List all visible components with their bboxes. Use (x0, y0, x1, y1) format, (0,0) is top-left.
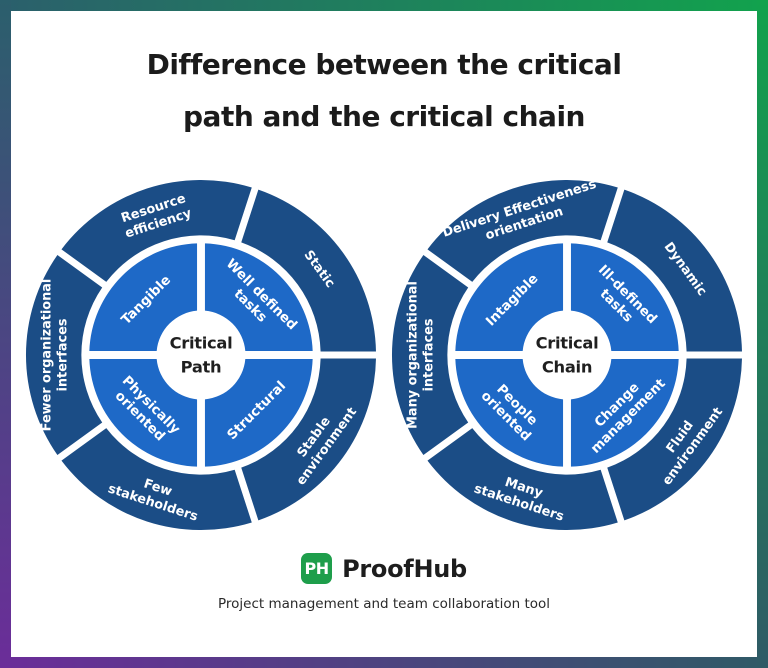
content-area: Difference between the critical path and … (11, 11, 757, 657)
frame-border-top (0, 0, 768, 11)
critical-chain-inner-segment-top-left (455, 243, 564, 352)
critical-path-outer-segment-lower-right (241, 358, 376, 521)
footer: PH ProofHub Project management and team … (218, 553, 550, 612)
title-line-1: Difference between the critical (146, 48, 622, 81)
critical-chain-outer-segment-bottom (427, 428, 618, 531)
proofhub-logo-icon: PH (301, 553, 333, 584)
critical-path-outer-segment-bottom (61, 428, 252, 531)
critical-path-wheel: ResourceefficiencyStaticStableenvironmen… (25, 179, 376, 531)
brand-name: ProofHub (342, 554, 467, 583)
frame-border-left (0, 0, 11, 668)
critical-chain-outer-segment-left (391, 254, 469, 456)
frame-border-bottom (0, 657, 768, 668)
logo-initials: PH (304, 559, 330, 578)
critical-path-inner-segment-top-right (204, 243, 313, 352)
critical-path-outer-segment-left (25, 254, 103, 456)
brand-tagline: Project management and team collaboratio… (217, 596, 551, 612)
critical-path-inner-segment-bottom-right (204, 358, 313, 467)
critical-chain-outer-segment-upper-right (607, 189, 742, 352)
page-title: Difference between the critical path and … (147, 39, 622, 143)
critical-chain-outer-segment-top (427, 179, 618, 282)
critical-chain-outer-segment-lower-right (607, 358, 742, 521)
critical-chain-inner-segment-bottom-left (455, 358, 564, 467)
critical-path-outer-label-left: Fewer organizationalinterfaces (40, 279, 71, 432)
critical-path-outer-segment-top (61, 179, 252, 282)
critical-path-outer-segment-upper-right (241, 189, 376, 352)
proofhub-logo: PH ProofHub (301, 553, 467, 584)
critical-chain-outer-label-left: Many organizationalinterfaces (406, 281, 437, 429)
critical-chain-wheel: Delivery EffectivenessorientationDynamic… (391, 177, 742, 531)
title-line-2: path and the critical chain (183, 100, 585, 133)
critical-path-inner-segment-top-left (89, 243, 198, 352)
frame-border-right (757, 0, 768, 668)
critical-chain-inner-segment-bottom-right (570, 358, 679, 467)
critical-chain-inner-segment-top-right (570, 243, 679, 352)
critical-path-inner-segment-bottom-left (89, 358, 198, 467)
